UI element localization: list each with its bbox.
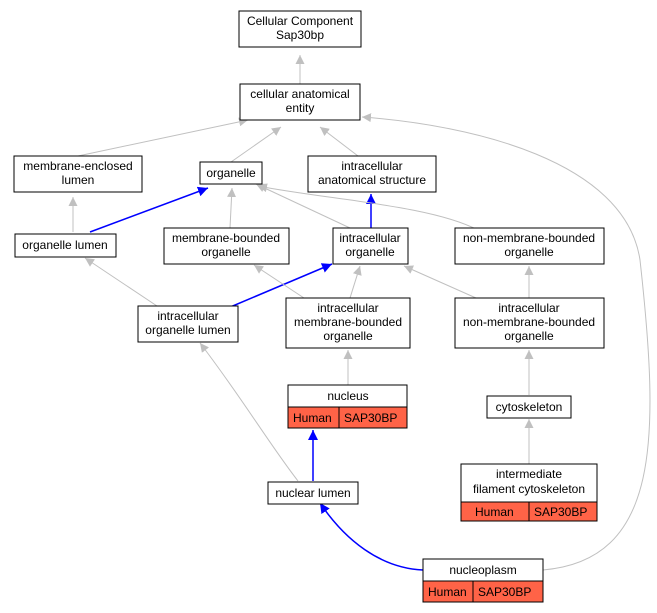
species-label: Human — [428, 585, 467, 599]
edge-np-to-nl — [319, 502, 424, 571]
edge-nmbo-to-organelle — [257, 183, 479, 231]
nucleus-annotation-badge: Human SAP30BP — [287, 406, 408, 429]
node-label: intracellular — [498, 301, 559, 315]
node-intracellular-organelle-lumen[interactable]: intracellular organelle lumen — [137, 305, 239, 343]
node-label: non-membrane-bounded — [463, 315, 595, 329]
node-nucleoplasm[interactable]: nucleoplasm — [422, 558, 544, 582]
gene-label: SAP30BP — [534, 505, 587, 519]
node-label: membrane-enclosed — [23, 159, 132, 173]
node-label: organelle — [504, 245, 554, 259]
gene-cell — [338, 406, 408, 429]
gene-label: SAP30BP — [344, 411, 397, 425]
edges — [68, 55, 651, 571]
edge-organelle-to-cae — [230, 126, 282, 163]
edge-inmbo-to-io — [403, 265, 477, 299]
edge-iol-to-io — [227, 263, 333, 309]
node-label: anatomical structure — [318, 173, 426, 187]
edge-imbo-to-io — [349, 265, 362, 299]
edge-io-to-organelle — [255, 183, 351, 229]
node-membrane-bounded-organelle[interactable]: membrane-bounded organelle — [163, 227, 290, 265]
node-label: intracellular — [157, 309, 218, 323]
node-nuclear-lumen[interactable]: nuclear lumen — [267, 481, 359, 505]
node-label: Cellular Component — [247, 14, 354, 28]
node-label: organelle lumen — [145, 323, 230, 337]
node-label: non-membrane-bounded — [463, 231, 595, 245]
node-cellular-anatomical-entity[interactable]: cellular anatomical entity — [239, 83, 361, 121]
node-label: organelle — [206, 166, 256, 180]
node-label: nucleus — [327, 389, 368, 403]
ifc-annotation-badge: Human SAP30BP — [460, 501, 598, 522]
node-label: entity — [286, 101, 315, 115]
node-intracellular-non-membrane-bounded-organelle[interactable]: intracellular non-membrane-bounded organ… — [454, 297, 605, 349]
node-label: membrane-bounded — [172, 231, 280, 245]
node-label: organelle lumen — [22, 238, 107, 252]
node-label: intracellular — [341, 159, 402, 173]
edge-imbo-to-mbo — [253, 264, 305, 299]
node-label: filament cytoskeleton — [473, 482, 585, 496]
node-label: cytoskeleton — [496, 400, 563, 414]
node-label: lumen — [62, 173, 95, 187]
node-cellular-component-root[interactable]: Cellular Component Sap30bp — [238, 10, 362, 48]
node-organelle[interactable]: organelle — [199, 161, 263, 185]
node-label: organelle — [504, 329, 554, 343]
species-label: Human — [293, 411, 332, 425]
node-intracellular-membrane-bounded-organelle[interactable]: intracellular membrane-bounded organelle — [285, 297, 411, 349]
node-intracellular-organelle[interactable]: intracellular organelle — [332, 227, 409, 265]
node-label: organelle — [323, 329, 373, 343]
edge-ias-to-cae — [319, 126, 359, 157]
node-label: nuclear lumen — [275, 486, 350, 500]
node-label: Sap30bp — [276, 28, 324, 42]
edge-mbo-to-organelle — [227, 187, 237, 229]
node-non-membrane-bounded-organelle[interactable]: non-membrane-bounded organelle — [454, 227, 605, 265]
edge-iol-to-ol — [84, 257, 161, 309]
node-label: intracellular — [339, 231, 400, 245]
edge-ol-to-organelle — [89, 186, 209, 233]
species-label: Human — [475, 505, 514, 519]
node-intermediate-filament-cytoskeleton[interactable]: intermediate filament cytoskeleton — [460, 463, 598, 503]
node-label: membrane-bounded — [294, 315, 402, 329]
node-intracellular-anatomical-structure[interactable]: intracellular anatomical structure — [307, 155, 437, 193]
edge-nl-to-iol — [199, 342, 299, 482]
node-label: organelle — [345, 245, 395, 259]
node-cytoskeleton[interactable]: cytoskeleton — [486, 395, 572, 419]
gene-cell — [472, 580, 544, 603]
gene-label: SAP30BP — [478, 585, 531, 599]
edge-np-to-cae — [361, 113, 651, 571]
edge-mel-to-cae — [77, 117, 249, 157]
node-label: intracellular — [317, 301, 378, 315]
node-membrane-enclosed-lumen[interactable]: membrane-enclosed lumen — [13, 155, 143, 193]
node-label: organelle — [201, 245, 251, 259]
node-label: intermediate — [496, 467, 562, 481]
node-label: nucleoplasm — [449, 563, 516, 577]
nucleoplasm-annotation-badge: Human SAP30BP — [422, 580, 544, 603]
gene-cell — [528, 501, 598, 522]
node-label: cellular anatomical — [250, 87, 349, 101]
node-nucleus[interactable]: nucleus — [287, 384, 408, 408]
node-organelle-lumen[interactable]: organelle lumen — [14, 233, 117, 258]
